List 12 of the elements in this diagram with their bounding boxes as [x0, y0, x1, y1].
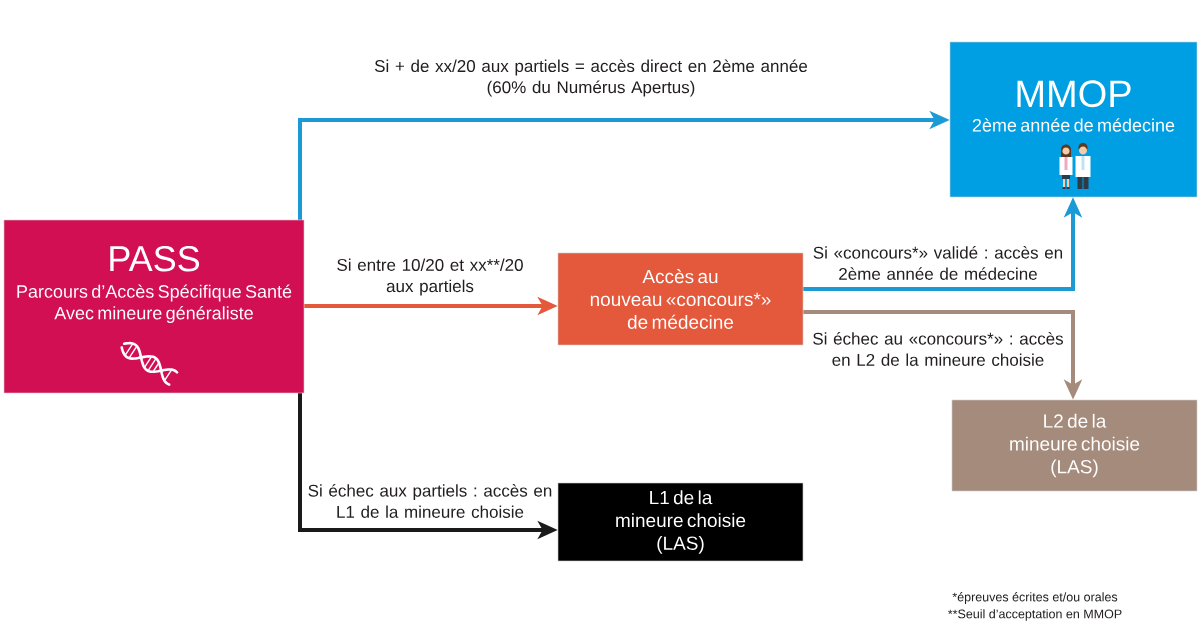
- process-box: Accès au nouveau «concours*» de médecine: [557, 252, 804, 346]
- process-box: PASS Parcours d’Accès Spécifique Santé Avec mineure généraliste: [3, 219, 305, 394]
- edge-label: Si échec au «concours*» : accès en L2 de la mineure choisie: [813, 332, 1063, 366]
- edge-label: Si + de xx/20 aux partiels = accès direct en 2ème année (60% du Numérus Apertus): [374, 59, 808, 97]
- process-box: L2 de la mineure choisie (LAS): [951, 399, 1198, 492]
- footnote: **Seuil d’acceptation en MMOP: [948, 609, 1122, 621]
- process-box: MMOP 2ème année de médecine: [949, 41, 1198, 198]
- edge-label: Si entre 10/20 et xx**/20 aux partiels: [337, 258, 523, 296]
- edge-label: Si échec aux partiels : accès en L1 de la mineure choisie: [308, 484, 552, 518]
- footnote: *épreuves écrites et/ou orales: [952, 592, 1118, 604]
- edge-label: Si «concours*» validé : accès en 2ème année de médecine: [813, 246, 1063, 280]
- process-box: L1 de la mineure choisie (LAS): [557, 482, 804, 562]
